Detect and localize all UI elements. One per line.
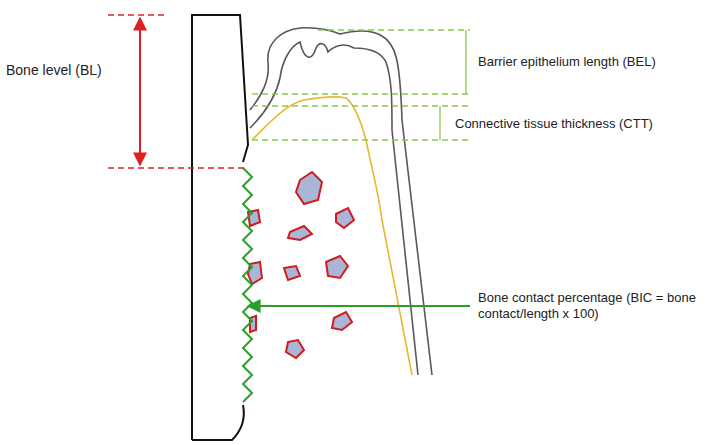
measurement-guides bbox=[252, 30, 470, 140]
bone-particles bbox=[248, 172, 354, 358]
bel-label: Barrier epithelium length (BEL) bbox=[478, 54, 656, 70]
bone-level-arrow bbox=[139, 18, 141, 165]
bone-level-top-line bbox=[108, 14, 166, 16]
implant-apex bbox=[192, 405, 244, 440]
bic-arrow bbox=[248, 305, 470, 307]
ctt-label: Connective tissue thickness (CTT) bbox=[455, 116, 653, 132]
bone-level-label: Bone level (BL) bbox=[6, 62, 102, 79]
implant-outline bbox=[192, 15, 248, 440]
epithelium-outline bbox=[250, 28, 432, 375]
connective-tissue-line bbox=[252, 97, 412, 375]
implant-threads bbox=[243, 168, 252, 402]
bic-label: Bone contact percentage (BIC = bone cont… bbox=[478, 290, 716, 321]
bone-level-bottom-line bbox=[108, 167, 246, 169]
epithelium-inner-outline bbox=[250, 42, 418, 375]
